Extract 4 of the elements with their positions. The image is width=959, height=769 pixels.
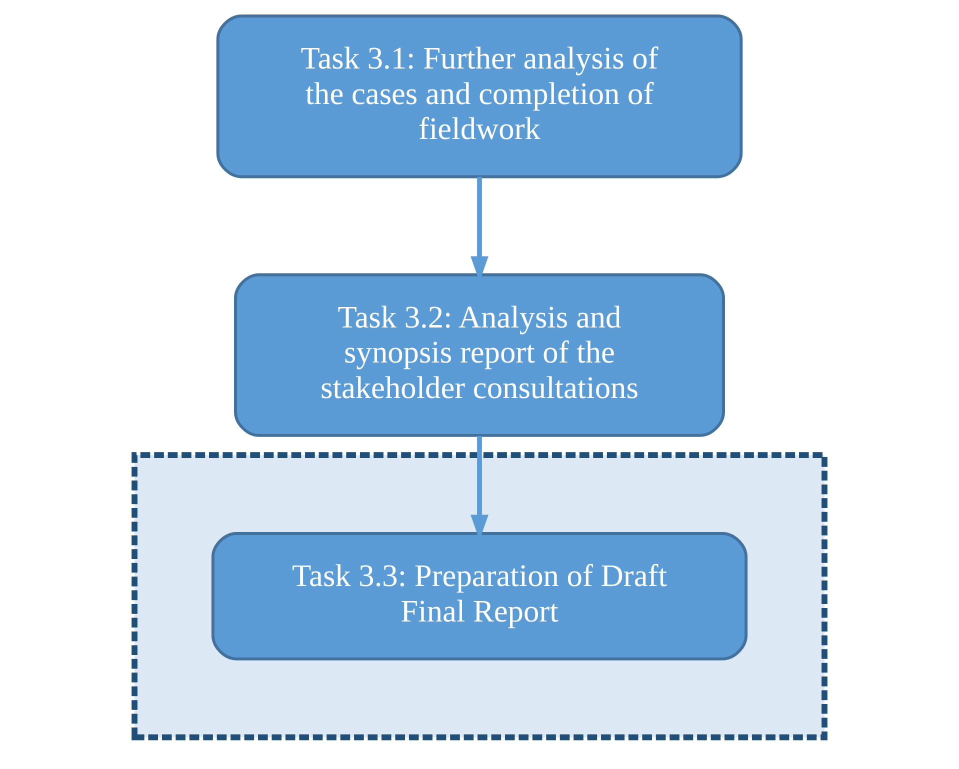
node-box: Task 3.1: Further analysis of the cases and completion of fieldwork bbox=[216, 14, 743, 178]
cluster bbox=[132, 452, 828, 740]
node-box: Task 3.2: Analysis and synopsis report of the stakeholder consultations bbox=[234, 273, 725, 437]
node-box: Task 3.3: Preparation of Draft Final Report bbox=[211, 532, 748, 660]
